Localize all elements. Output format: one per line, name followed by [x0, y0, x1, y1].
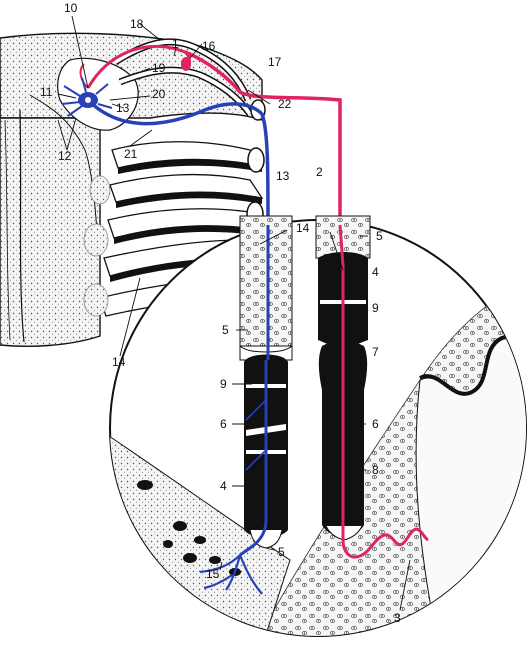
label-16: 16: [202, 39, 216, 53]
label-10: 10: [64, 1, 78, 15]
label-14-circle: 14: [296, 221, 310, 235]
label-4-right: 4: [372, 265, 379, 279]
label-6-left: 6: [220, 417, 227, 431]
label-13: 13: [276, 169, 290, 183]
label-20: 20: [152, 87, 166, 101]
label-21: 21: [124, 147, 138, 161]
leader-lines: [57, 15, 411, 611]
label-11: 11: [40, 85, 53, 99]
motor-fiber-top: [61, 77, 270, 226]
label-22: 22: [278, 97, 292, 111]
sensory-fiber-magnified: [315, 215, 429, 559]
spinal-ganglion-cell: [181, 57, 191, 71]
label-15: 15: [206, 567, 220, 581]
label-9-left: 9: [220, 377, 227, 391]
label-3: 3: [394, 611, 401, 625]
label-13-top: 13: [116, 101, 130, 115]
motor-fiber-magnified: [199, 215, 293, 595]
label-5-topright: 5: [376, 229, 383, 243]
label-1: 1: [172, 37, 179, 51]
label-14: 14: [112, 355, 126, 369]
label-7: 7: [372, 345, 379, 359]
motor-neuron: [61, 77, 113, 117]
grey-matter: [57, 57, 139, 131]
label-18: 18: [130, 17, 144, 31]
magnified-view: [109, 215, 527, 637]
label-2: 2: [316, 165, 323, 179]
label-19: 19: [152, 61, 166, 75]
label-5-left: 5: [222, 323, 229, 337]
label-4-left: 4: [220, 479, 227, 493]
label-12: 12: [58, 149, 72, 163]
label-17: 17: [268, 55, 282, 69]
label-9-right: 9: [372, 301, 379, 315]
label-5-bottom: 5: [278, 545, 285, 559]
label-6-right: 6: [372, 417, 379, 431]
label-8: 8: [372, 463, 379, 477]
number-labels: 10 18 1 16 17 19 11 20 22 13 12 21 2 13 …: [40, 1, 401, 625]
